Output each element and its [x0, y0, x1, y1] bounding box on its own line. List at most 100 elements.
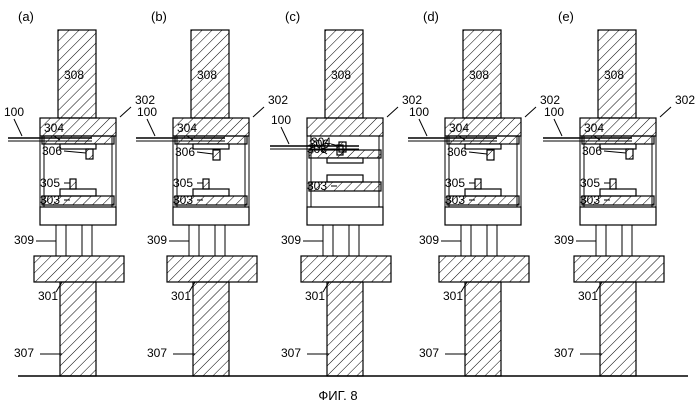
lower-plate-301	[301, 256, 391, 282]
leader-302	[387, 107, 398, 117]
label-304: 304	[44, 121, 64, 135]
cutting-blade-306	[86, 149, 93, 159]
label-301: 301	[38, 289, 58, 303]
punch-305	[337, 145, 343, 155]
leader-100	[281, 127, 289, 144]
label-308: 308	[469, 68, 489, 82]
lower-plate-301	[34, 256, 124, 282]
cutting-blade-306	[213, 150, 220, 160]
label-301: 301	[171, 289, 191, 303]
label-100: 100	[137, 105, 157, 119]
lower-plate	[445, 207, 521, 225]
panel-label: (c)	[285, 9, 300, 24]
panel-label: (d)	[423, 9, 439, 24]
label-307: 307	[14, 346, 34, 360]
panel-e: (e)308302100304306305303309301307	[543, 9, 695, 376]
punch-305	[610, 179, 616, 189]
panel-label: (a)	[18, 9, 34, 24]
lower-plate-301	[167, 256, 257, 282]
upper-die-304	[42, 136, 114, 144]
label-309: 309	[281, 233, 301, 247]
figure-caption: ФИГ. 8	[318, 388, 357, 403]
label-307: 307	[147, 346, 167, 360]
leader-302	[660, 107, 671, 117]
label-303: 303	[445, 193, 465, 207]
punch-305	[475, 179, 481, 189]
panel-label: (e)	[558, 9, 574, 24]
cutting-blade-306	[487, 150, 494, 160]
label-301: 301	[578, 289, 598, 303]
upper-die-304	[447, 136, 519, 144]
leader-100	[419, 119, 427, 136]
label-303: 303	[173, 193, 193, 207]
upper-die-304	[175, 136, 247, 144]
panel-d: (d)308302100304306305303309301307	[408, 9, 560, 376]
label-305: 305	[580, 176, 600, 190]
panel-a: (a)308302100304306305303309301307	[4, 9, 155, 376]
upper-die-holder	[60, 144, 96, 149]
label-309: 309	[14, 233, 34, 247]
lower-die-holder	[465, 189, 501, 196]
label-304: 304	[177, 121, 197, 135]
lower-die-holder	[60, 189, 96, 196]
label-308: 308	[64, 68, 84, 82]
label-100: 100	[409, 105, 429, 119]
upper-die-holder	[193, 144, 229, 149]
lower-die-holder	[193, 189, 229, 196]
label-301: 301	[443, 289, 463, 303]
label-308: 308	[197, 68, 217, 82]
label-303: 303	[40, 193, 60, 207]
cutting-blade-306	[626, 149, 633, 159]
label-100: 100	[271, 113, 291, 127]
label-305: 305	[307, 142, 327, 156]
upper-plate-302	[307, 118, 383, 136]
label-306: 306	[447, 145, 467, 159]
leader-100	[554, 119, 562, 136]
label-100: 100	[4, 105, 24, 119]
panel-c: (c)308302100304306305303309301307	[270, 9, 422, 376]
lower-column-307	[465, 282, 501, 376]
leader-100	[147, 119, 155, 136]
lower-die-holder	[600, 189, 636, 196]
label-302: 302	[675, 93, 695, 107]
label-307: 307	[419, 346, 439, 360]
leader-306	[64, 151, 86, 153]
label-301: 301	[305, 289, 325, 303]
leader-306	[604, 151, 626, 153]
label-100: 100	[544, 105, 564, 119]
lower-plate	[173, 207, 249, 225]
label-303: 303	[307, 179, 327, 193]
label-305: 305	[40, 176, 60, 190]
label-308: 308	[604, 68, 624, 82]
label-307: 307	[281, 346, 301, 360]
label-304: 304	[584, 121, 604, 135]
lower-column-307	[60, 282, 96, 376]
label-309: 309	[147, 233, 167, 247]
lower-column-307	[327, 282, 363, 376]
label-306: 306	[42, 144, 62, 158]
lower-plate	[580, 207, 656, 225]
panel-b: (b)308302100304306305303309301307	[136, 9, 288, 376]
leader-306	[197, 152, 213, 154]
label-307: 307	[554, 346, 574, 360]
leader-306	[469, 152, 487, 154]
upper-die-holder	[327, 158, 363, 163]
leader-302	[525, 107, 536, 117]
lower-column-307	[600, 282, 636, 376]
leader-302	[253, 107, 264, 117]
punch-305	[203, 179, 209, 189]
label-305: 305	[445, 176, 465, 190]
punch-305	[70, 179, 76, 189]
leader-302	[120, 107, 131, 117]
label-303: 303	[580, 193, 600, 207]
label-306: 306	[175, 145, 195, 159]
label-306: 306	[582, 144, 602, 158]
lower-plate	[307, 207, 383, 225]
lower-die-holder	[327, 175, 363, 182]
lower-plate	[40, 207, 116, 225]
label-308: 308	[331, 68, 351, 82]
upper-die-holder	[465, 144, 501, 149]
label-302: 302	[268, 93, 288, 107]
label-309: 309	[419, 233, 439, 247]
